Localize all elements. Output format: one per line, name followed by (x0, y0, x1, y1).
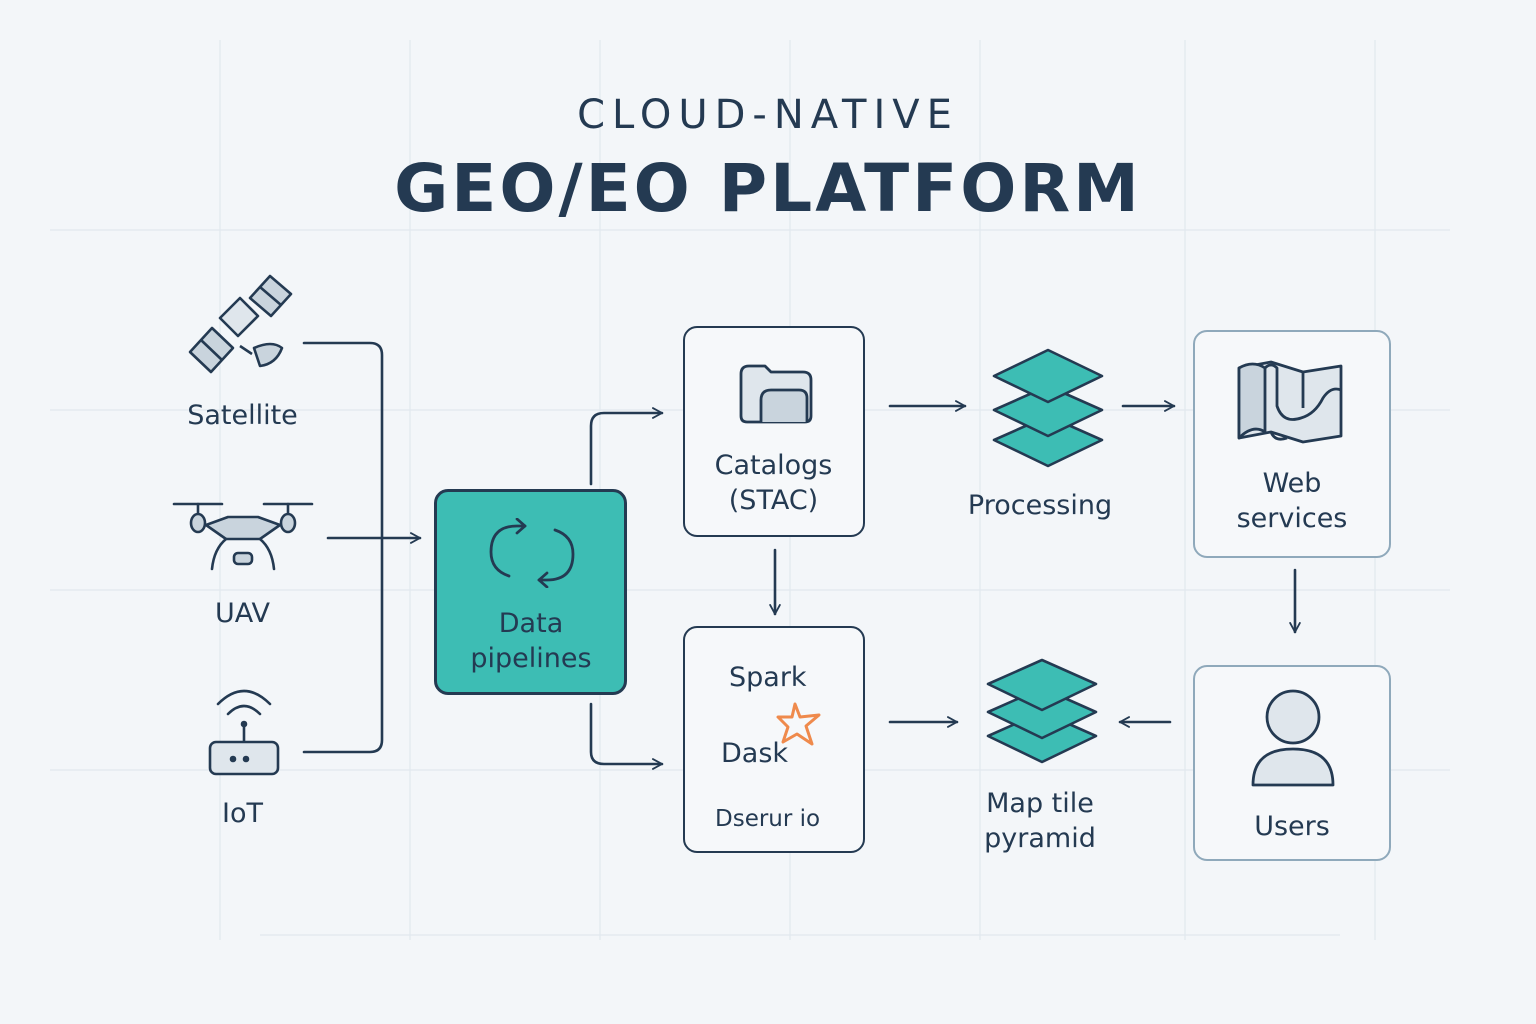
satellite-label: Satellite (187, 400, 298, 431)
catalogs-label: Catalogs (STAC) (714, 450, 833, 516)
tile-pyramid-layers-icon (986, 658, 1098, 764)
compute-engines-box[interactable]: Spark Dask Dserur io (683, 626, 865, 853)
web-services-box[interactable]: Web services (1193, 330, 1391, 558)
users-label: Users (1254, 811, 1330, 842)
compute-item-dask: Dask (721, 738, 789, 769)
catalogs-box[interactable]: Catalogs (STAC) (683, 326, 865, 537)
data-pipelines-label: Data pipelines (470, 608, 592, 674)
iot-label: IoT (222, 798, 263, 829)
arrow-pipeline-to-compute (589, 702, 664, 770)
folder-icon (739, 364, 813, 424)
data-pipelines-box[interactable]: Data pipelines (434, 489, 627, 695)
web-services-label: Web services (1236, 468, 1348, 534)
user-icon (1251, 689, 1335, 787)
tiles-label: Map tile pyramid (984, 788, 1096, 854)
sync-icon (489, 518, 575, 588)
iot-router-icon (208, 689, 280, 776)
compute-item-third: Dserur io (715, 806, 821, 832)
users-box[interactable]: Users (1193, 665, 1391, 861)
uav-label: UAV (215, 598, 270, 629)
processing-layers-icon (992, 348, 1104, 468)
title-line-1: CLOUD-NATIVE (577, 92, 959, 138)
satellite-icon (188, 274, 293, 374)
spark-star-icon (776, 702, 821, 746)
compute-item-spark: Spark (729, 662, 807, 693)
arrow-pipeline-to-catalogs (589, 407, 664, 486)
drone-icon (172, 502, 314, 571)
title-line-2: GEO/EO PLATFORM (394, 150, 1142, 227)
connector-satellite (302, 341, 384, 754)
map-icon (1237, 360, 1343, 444)
processing-label: Processing (967, 490, 1113, 521)
